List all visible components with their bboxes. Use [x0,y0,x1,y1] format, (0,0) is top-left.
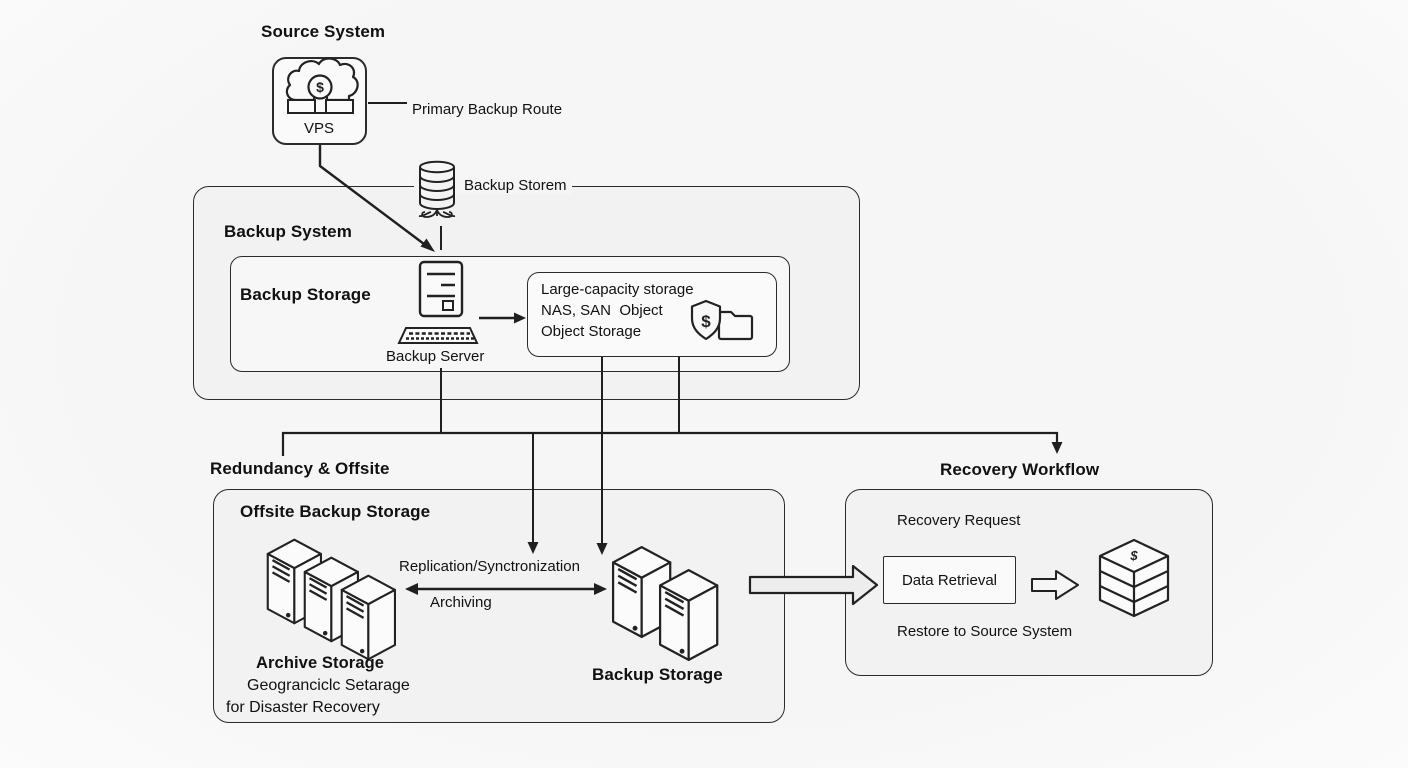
data-retrieval-box: Data Retrieval [883,556,1016,604]
backup-server-label: Backup Server [386,348,485,365]
backup-storage-title: Backup Storage [240,285,371,304]
redundancy-offsite-title: Redundancy & Offsite [210,459,390,478]
primary-backup-route-label: Primary Backup Route [412,101,563,118]
source-system-title: Source System [261,22,386,41]
backup-system-title: Backup System [224,222,352,241]
replication-sync-label: Replication/Synctronization [399,558,580,575]
capacity-text-line2: NAS, SAN Object [541,302,663,319]
data-retrieval-label: Data Retrieval [901,571,998,589]
recovery-workflow-title: Recovery Workflow [940,460,1100,479]
archive-note-line2: for Disaster Recovery [226,699,380,716]
main-connector [281,431,1063,456]
offsite-backup-storage-servers-label: Backup Storage [592,665,723,684]
archiving-label: Archiving [430,594,492,611]
offsite-backup-storage-title: Offsite Backup Storage [240,502,431,521]
archive-storage-label: Archive Storage [256,654,385,672]
backup-storem-label: Backup Storem [459,177,572,195]
capacity-text-line3: Object Storage [541,323,642,340]
capacity-text-line1: Large-capacity storage [541,281,694,298]
vps-label: VPS [304,120,335,137]
restore-to-source-label: Restore to Source System [897,623,1073,640]
recovery-request-label: Recovery Request [897,512,1021,529]
archive-note-line1: Geogranciclc Setarage [247,677,410,694]
